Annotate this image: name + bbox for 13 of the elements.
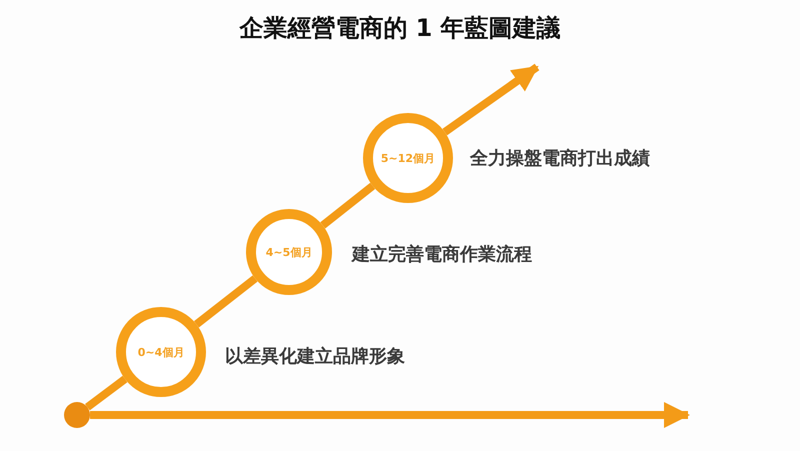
connector-line [320,182,376,228]
arrow [90,402,690,428]
connector-line [194,275,258,328]
period-label: 4~5個月 [266,244,312,260]
origin-dot [64,402,90,428]
arrow [442,64,540,136]
connector-line [85,376,128,410]
period-label: 0~4個月 [138,344,184,360]
milestone-description: 建立完善電商作業流程 [352,243,532,266]
period-label: 5~12個月 [380,150,436,166]
milestone-description: 全力操盤電商打出成績 [470,147,650,170]
milestone-description: 以差異化建立品牌形象 [225,345,405,368]
diagram-title: 企業經營電商的 1 年藍圖建議 [239,14,561,42]
